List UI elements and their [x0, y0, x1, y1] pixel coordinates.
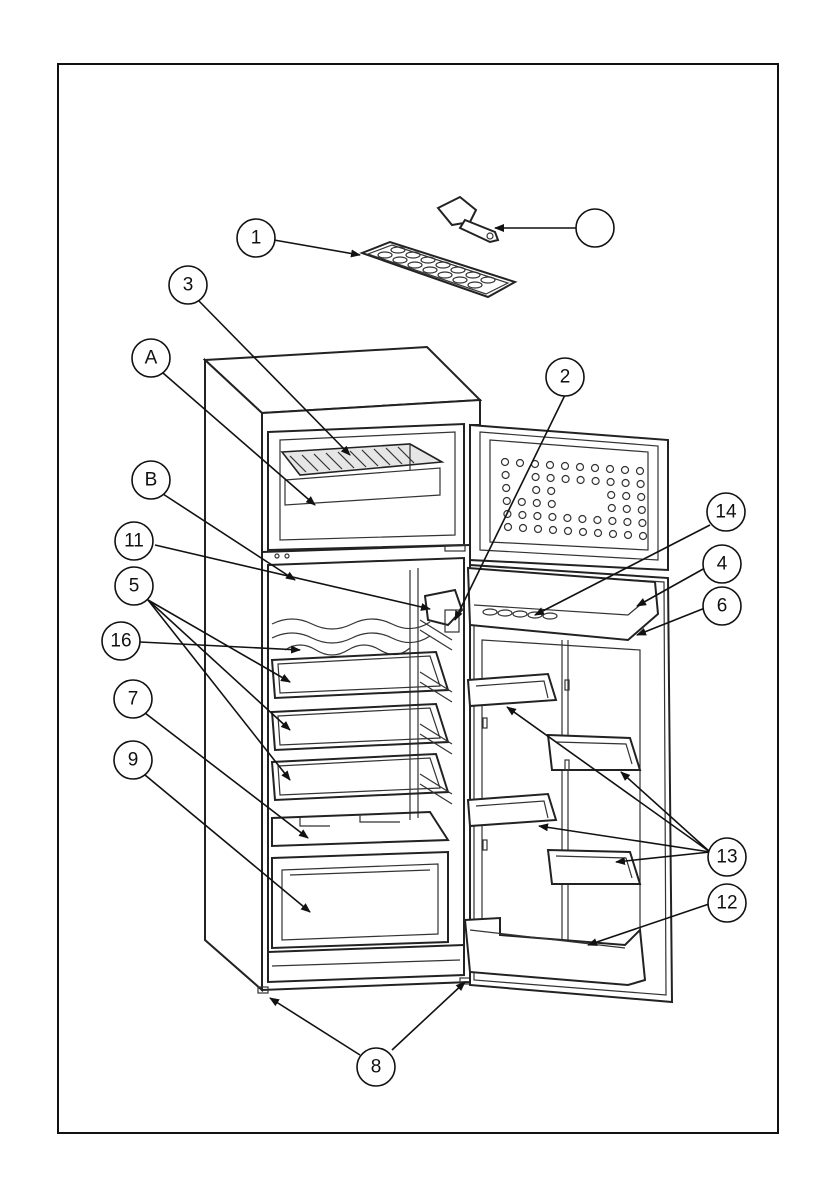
svg-text:12: 12	[716, 893, 737, 914]
svg-text:4: 4	[717, 554, 728, 575]
callout-12: 12	[708, 884, 746, 922]
ice-scraper	[438, 197, 498, 242]
callout-16: 16	[102, 622, 140, 660]
callout-6: 6	[703, 587, 741, 625]
svg-text:6: 6	[717, 596, 728, 617]
callout-2: 2	[546, 358, 584, 396]
callout-8: 8	[357, 1048, 395, 1086]
callout-14: 14	[707, 493, 745, 531]
svg-text:11: 11	[124, 531, 144, 552]
callout-B: B	[132, 461, 170, 499]
svg-text:2: 2	[560, 367, 571, 388]
svg-text:7: 7	[128, 689, 139, 710]
door	[465, 425, 672, 1002]
cabinet	[205, 347, 480, 993]
callout-9: 9	[114, 741, 152, 779]
svg-text:1: 1	[251, 228, 262, 249]
svg-text:A: A	[145, 348, 158, 369]
svg-text:8: 8	[371, 1057, 382, 1078]
ice-tray	[362, 242, 515, 297]
svg-text:3: 3	[183, 275, 194, 296]
svg-text:B: B	[145, 470, 158, 491]
svg-text:9: 9	[128, 750, 139, 771]
svg-text:16: 16	[110, 631, 131, 652]
callout-7: 7	[114, 680, 152, 718]
callout-11: 11	[115, 522, 153, 560]
svg-text:13: 13	[716, 847, 737, 868]
svg-text:14: 14	[715, 502, 737, 523]
callout-5: 5	[115, 567, 153, 605]
callout-13: 13	[708, 838, 746, 876]
callout-blank	[576, 209, 614, 247]
callout-A: A	[132, 339, 170, 377]
svg-text:5: 5	[129, 576, 140, 597]
callout-3: 3	[169, 266, 207, 304]
callout-4: 4	[703, 545, 741, 583]
callout-1: 1	[237, 219, 275, 257]
